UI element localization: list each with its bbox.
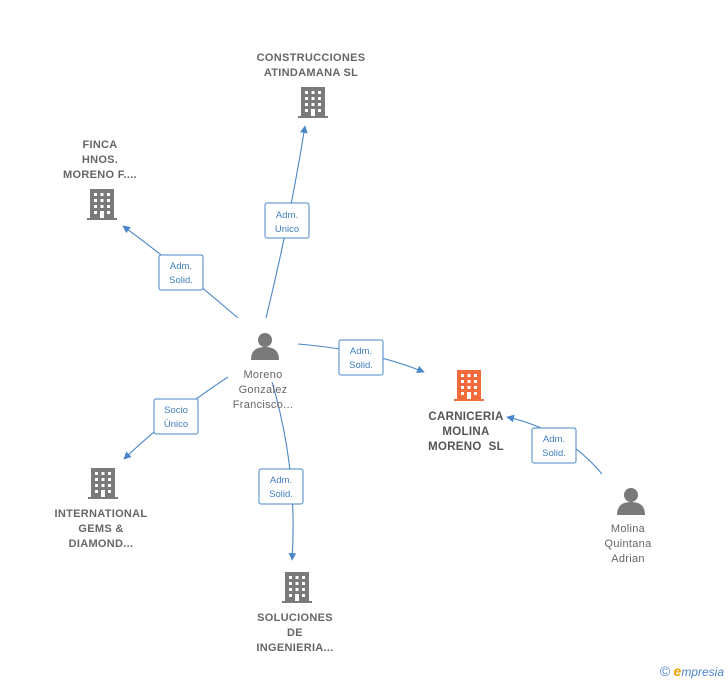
brand-logo-text: mpresia: [681, 665, 724, 679]
svg-text:Adm.: Adm.: [270, 475, 292, 486]
node-label-line: Gonzalez: [239, 384, 288, 396]
relation-label-carniceria: Adm. Solid.: [338, 339, 384, 376]
node-molina-quintana-adrian[interactable]: Molina Quintana Adrian: [604, 488, 652, 565]
building-icon: [88, 468, 118, 499]
svg-text:Adm.: Adm.: [276, 210, 298, 221]
node-label-line: FINCA: [82, 139, 117, 151]
node-label-line: SOLUCIONES: [257, 612, 333, 624]
building-icon: [298, 87, 328, 118]
svg-text:Adm.: Adm.: [543, 434, 565, 445]
node-label-line: MOLINA: [442, 426, 489, 438]
brand-logo-initial: e: [673, 663, 682, 679]
node-label-line: Francisco...: [233, 399, 293, 411]
node-carniceria-molina-moreno[interactable]: CARNICERIA MOLINA MORENO SL: [428, 370, 504, 453]
svg-text:Solid.: Solid.: [542, 448, 566, 459]
relation-label-construcciones: Adm. Unico: [264, 202, 310, 239]
building-icon: [87, 189, 117, 220]
person-icon: [617, 488, 645, 515]
svg-text:Adm.: Adm.: [170, 261, 192, 272]
svg-text:Solid.: Solid.: [349, 360, 373, 371]
empresia-watermark[interactable]: © empresia: [660, 663, 724, 679]
node-construcciones-atindamana[interactable]: CONSTRUCCIONES ATINDAMANA SL: [257, 52, 366, 118]
node-moreno-gonzalez-francisco[interactable]: Moreno Gonzalez Francisco...: [233, 333, 293, 411]
node-label-line: GEMS &: [78, 523, 123, 535]
node-label-line: Quintana: [604, 538, 652, 550]
node-label-line: CARNICERIA: [428, 411, 503, 423]
node-label-line: Moreno: [243, 369, 282, 381]
node-label-line: ATINDAMANA SL: [264, 67, 358, 79]
building-icon: [282, 572, 312, 603]
node-label-line: Adrian: [611, 553, 645, 565]
svg-text:Socio: Socio: [164, 405, 188, 416]
node-label-line: MORENO F....: [63, 169, 137, 181]
copyright-icon: ©: [659, 663, 671, 679]
relation-label-international: Socio Único: [153, 398, 199, 435]
node-international-gems-diamond[interactable]: INTERNATIONAL GEMS & DIAMOND...: [55, 468, 148, 550]
person-icon: [251, 333, 279, 360]
relation-label-molina: Adm. Solid.: [531, 427, 577, 464]
node-label-line: INGENIERIA...: [256, 642, 333, 654]
node-label-line: INTERNATIONAL: [55, 508, 148, 520]
svg-text:Solid.: Solid.: [269, 489, 293, 500]
svg-text:Solid.: Solid.: [169, 275, 193, 286]
svg-text:Único: Único: [164, 419, 188, 430]
node-label-line: DIAMOND...: [69, 538, 134, 550]
svg-text:Adm.: Adm.: [350, 346, 372, 357]
node-label-line: HNOS.: [82, 154, 118, 166]
building-icon: [454, 370, 484, 401]
node-soluciones-de-ingenieria[interactable]: SOLUCIONES DE INGENIERIA...: [256, 572, 333, 654]
node-label-line: CONSTRUCCIONES: [257, 52, 366, 64]
node-finca-hnos-moreno[interactable]: FINCA HNOS. MORENO F....: [63, 139, 137, 220]
svg-text:Unico: Unico: [275, 224, 299, 235]
relation-label-soluciones: Adm. Solid.: [258, 468, 304, 505]
node-label-line: MORENO SL: [428, 441, 504, 453]
relation-label-finca: Adm. Solid.: [158, 254, 204, 291]
node-label-line: Molina: [611, 523, 646, 535]
node-label-line: DE: [287, 627, 303, 639]
